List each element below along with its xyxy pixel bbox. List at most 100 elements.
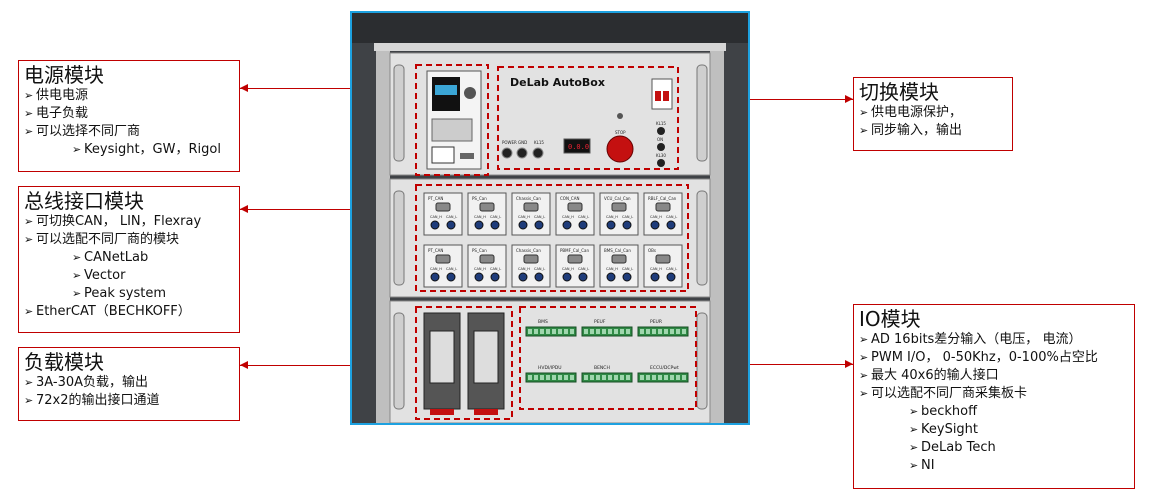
segment-display	[563, 138, 591, 154]
io-terminal-strip	[525, 372, 577, 383]
can-jack	[518, 220, 528, 230]
io-terminal-pin	[602, 329, 606, 334]
jack-power	[501, 147, 513, 159]
handle-right-3	[696, 312, 708, 410]
can-jack	[490, 220, 500, 230]
io-module-callout: IO模块 ➢AD 16bits差分输入（电压， 电流） ➢PWM I/O， 0-…	[853, 304, 1135, 489]
list-item: ➢Keysight，GW，Rigol	[72, 142, 221, 157]
breaker-red-2	[663, 91, 669, 101]
bullet-arrow-icon: ➢	[72, 251, 82, 264]
emergency-stop-button	[606, 135, 634, 163]
breaker	[651, 78, 673, 110]
bus-port-label: BMS_Cal_Can	[604, 248, 631, 253]
handle-right-1	[696, 64, 708, 162]
bus-port-block	[599, 244, 639, 288]
io-terminal-pin	[640, 329, 644, 334]
bus-port-label: VCU_Cal_Can	[604, 196, 631, 201]
bullet-arrow-icon: ➢	[72, 287, 82, 300]
power-module-highlight	[415, 64, 489, 176]
rack-top-rail	[374, 43, 726, 51]
io-terminal-pin	[664, 329, 668, 334]
bus-port-block	[643, 192, 683, 236]
bus-port-label: RBLF_Cal_Can	[648, 196, 677, 201]
io-terminal-pin	[614, 375, 618, 380]
power-module-callout: 电源模块 ➢供电电源 ➢电子负载 ➢可以选择不同厂商 ➢Keysight，GW，…	[18, 60, 240, 172]
io-terminal-strip	[637, 372, 689, 383]
load-connector-2-tab	[474, 409, 498, 415]
list-item: ➢KeySight	[909, 422, 979, 437]
can-jack	[650, 220, 660, 230]
io-terminal-pin	[626, 329, 630, 334]
list-item: ➢beckhoff	[909, 404, 978, 419]
can-l-label: CAN_L	[622, 215, 633, 219]
load-connector-1-tab	[430, 409, 454, 415]
io-terminal-pin	[602, 375, 606, 380]
can-jack	[446, 272, 456, 282]
io-connector-line	[697, 364, 853, 365]
bus-module-callout: 总线接口模块 ➢可切换CAN， LIN，Flexray ➢可以选配不同厂商的模块…	[18, 186, 240, 333]
io-terminal-pin	[564, 329, 568, 334]
jack-kl15	[532, 147, 544, 159]
label-key-kl15: KL15	[656, 121, 666, 126]
io-terminal-strip	[581, 326, 633, 337]
bus-port-block	[467, 244, 507, 288]
db9-connector	[655, 202, 671, 212]
can-jack	[474, 220, 484, 230]
list-item: ➢CANetLab	[72, 250, 149, 265]
handle-right-2	[696, 190, 708, 286]
bullet-arrow-icon: ➢	[24, 394, 34, 407]
can-jack	[490, 272, 500, 282]
io-terminal-pin	[682, 329, 686, 334]
key-kl15	[657, 127, 665, 135]
jack-gnd	[516, 147, 528, 159]
label-key-kl30: KL30	[656, 153, 666, 158]
can-jack	[534, 272, 544, 282]
io-terminal-pin	[534, 375, 538, 380]
io-terminal-pin	[626, 375, 630, 380]
power-module-title: 电源模块	[24, 63, 104, 87]
can-h-label: CAN_H	[474, 215, 486, 219]
io-terminal-pin	[546, 375, 550, 380]
can-jack	[446, 220, 456, 230]
db9-connector	[611, 254, 627, 264]
list-item: ➢DeLab Tech	[909, 440, 996, 455]
list-item: ➢NI	[909, 458, 935, 473]
io-terminal-pin	[528, 329, 532, 334]
can-h-label: CAN_H	[430, 215, 442, 219]
can-l-label: CAN_L	[446, 215, 457, 219]
bus-port-label: PBMF_Cal_Can	[560, 248, 590, 253]
rack-left-rail	[376, 51, 390, 423]
label-stop: STOP	[615, 130, 626, 135]
switch-arrow-icon	[845, 95, 853, 103]
label-kl15: KL15	[534, 140, 544, 145]
list-item: ➢Peak system	[72, 286, 166, 301]
io-terminal-pin	[564, 375, 568, 380]
can-l-label: CAN_L	[534, 215, 545, 219]
bus-port-label: PT_CAN	[428, 248, 443, 253]
rack-right-rail	[710, 51, 724, 423]
bullet-arrow-icon: ➢	[909, 441, 919, 454]
io-terminal-pin	[558, 375, 562, 380]
io-terminal-pin	[676, 329, 680, 334]
can-h-label: CAN_H	[650, 267, 662, 271]
bullet-arrow-icon: ➢	[24, 305, 34, 318]
can-h-label: CAN_H	[518, 215, 530, 219]
io-module-highlight	[519, 306, 697, 410]
bus-port-block	[643, 244, 683, 288]
handle-left-1	[393, 64, 405, 162]
load-connector-1-pins	[429, 330, 455, 384]
bus-port-label: OBs	[648, 248, 656, 253]
can-jack	[606, 272, 616, 282]
io-terminal-pin	[614, 329, 618, 334]
bullet-arrow-icon: ➢	[24, 107, 34, 120]
bullet-arrow-icon: ➢	[909, 405, 919, 418]
can-l-label: CAN_L	[666, 215, 677, 219]
power-supply-knob	[464, 87, 476, 99]
can-l-label: CAN_L	[446, 267, 457, 271]
list-item: ➢3A-30A负载，输出	[24, 375, 149, 390]
io-terminal-label: ECCU/DCPwt	[650, 365, 679, 371]
can-jack	[562, 220, 572, 230]
bullet-arrow-icon: ➢	[24, 89, 34, 102]
